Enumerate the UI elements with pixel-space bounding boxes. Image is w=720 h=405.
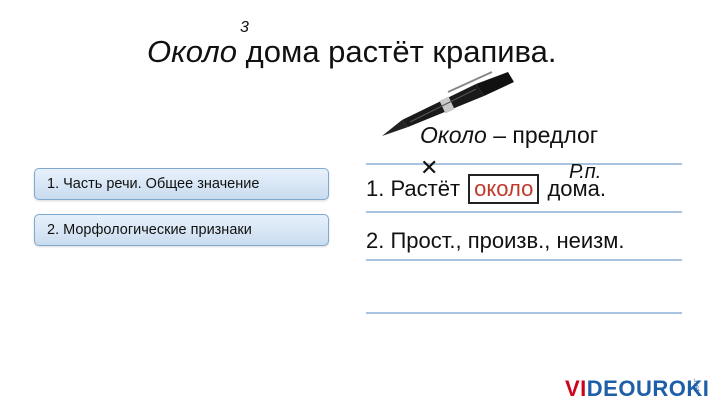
- title-digit: 3: [240, 19, 249, 36]
- note-word: Около: [420, 122, 487, 148]
- note-rest: – предлог: [486, 122, 599, 148]
- morphological-features-button[interactable]: 2. Морфологические признаки: [34, 214, 329, 246]
- title-rest: дома растёт крапива.: [245, 34, 557, 69]
- pen-icon: [380, 70, 520, 145]
- sentence-1-start: 1. Растёт: [366, 176, 467, 201]
- cross-mark: ✕: [420, 155, 439, 180]
- rule-line: [366, 259, 682, 261]
- boxed-preposition: около: [468, 174, 540, 204]
- videouroki-logo: VIDEOUROKI: [565, 376, 709, 402]
- note-preposition: Около – предлог: [420, 122, 598, 149]
- rule-line: [366, 211, 682, 213]
- case-label: Р.п.: [569, 161, 602, 183]
- part-of-speech-button[interactable]: 1. Часть речи. Общее значение: [34, 168, 329, 200]
- rule-line: [366, 163, 682, 165]
- title-word-okolo: Около 3: [147, 19, 249, 70]
- logo-blue-part: DEOUROKI: [586, 376, 710, 401]
- sentence-1: 1. Растёт около дома.: [366, 174, 606, 204]
- logo-red-part: VI: [565, 376, 587, 401]
- slide-title: Около 3 дома растёт крапива.: [147, 19, 557, 72]
- rule-line: [366, 312, 682, 314]
- logo-suffix: .net: [692, 378, 701, 392]
- sentence-1-end: дома.: [541, 176, 606, 201]
- sentence-2: 2. Прост., произв., неизм.: [366, 228, 625, 253]
